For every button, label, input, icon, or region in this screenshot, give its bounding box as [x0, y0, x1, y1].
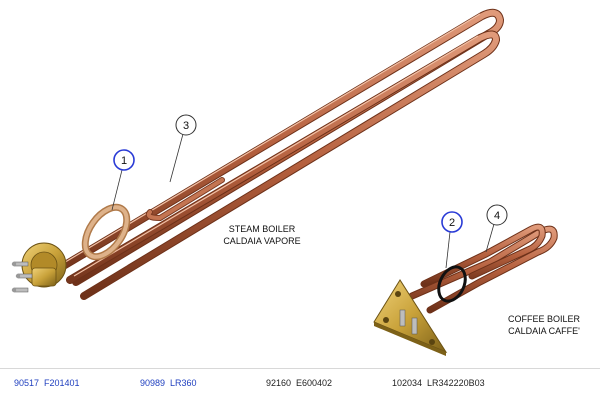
- gasket-ring: [81, 203, 131, 261]
- o-ring: [437, 265, 467, 303]
- callout-1[interactable]: 1: [111, 149, 135, 211]
- steam-boiler-label-it: CALDAIA VAPORE: [223, 236, 300, 246]
- steam-boiler-label: STEAM BOILER: [229, 224, 296, 234]
- svg-text:4: 4: [494, 210, 500, 222]
- callout-3[interactable]: 3: [169, 114, 197, 183]
- svg-text:1: 1: [121, 155, 127, 167]
- callout-2[interactable]: 2: [441, 211, 463, 269]
- steam-element-brass-flange: [11, 242, 67, 293]
- steam-boiler-heating-element: [11, 8, 505, 300]
- coffee-boiler-label: COFFEE BOILER: [508, 314, 581, 324]
- svg-text:2: 2: [449, 217, 455, 229]
- coffee-boiler-heating-element: [373, 223, 558, 356]
- coffee-boiler-label-it: CALDAIA CAFFE': [508, 326, 580, 336]
- steam-element-tube-inner: [66, 30, 501, 300]
- svg-text:3: 3: [183, 120, 189, 132]
- callout-4[interactable]: 4: [485, 204, 508, 253]
- coffee-element-brass-plate: [373, 279, 448, 354]
